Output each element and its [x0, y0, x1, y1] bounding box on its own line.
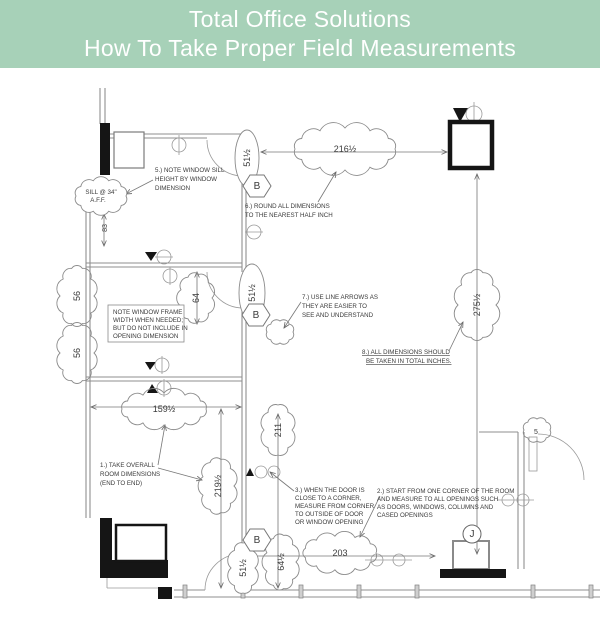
column-top-left — [113, 131, 145, 169]
arrow-target-cloud — [265, 319, 295, 345]
dim-cloud-219 — [197, 457, 238, 515]
note-8-line: BE TAKEN IN TOTAL INCHES. — [366, 358, 452, 365]
note-8-line: 8.) ALL DIMENSIONS SHOULD — [362, 349, 450, 356]
banner-title: Total Office Solutions — [188, 6, 412, 32]
dim-64h: 64½ — [276, 553, 286, 571]
hexagon-marker — [241, 303, 271, 327]
note-6-line: 6.) ROUND ALL DIMENSIONS — [245, 203, 330, 210]
dim-64: 64 — [191, 293, 201, 303]
hexagon-label: B — [253, 310, 260, 321]
window-frame-note-box — [107, 304, 185, 343]
hexagon-marker — [242, 528, 272, 552]
dim-cloud-56a — [56, 265, 98, 327]
dimension-lines — [91, 152, 477, 588]
wall-block — [158, 587, 172, 599]
dim-51b: 51½ — [247, 284, 257, 302]
window-frame-note-line: WIDTH WHEN NEEDED; — [113, 317, 183, 324]
note-2-line: AS DOORS, WINDOWS, COLUMNS AND — [377, 504, 494, 511]
dim-56a: 56 — [72, 291, 82, 301]
column-bottom-left — [114, 523, 168, 563]
note-2-line: AND MEASURE TO ALL OPENINGS SUCH — [377, 496, 498, 503]
dim-cloud-203 — [302, 531, 377, 575]
dim-275: 275½ — [472, 293, 482, 316]
dim-219: 219½ — [213, 474, 223, 497]
grid-bubble-label: J — [470, 529, 475, 540]
dim-51c: 51½ — [238, 559, 248, 577]
triangle-symbol — [453, 108, 468, 122]
dim-cloud-275 — [453, 269, 501, 341]
dim-56b: 56 — [72, 348, 82, 358]
banner: Total Office Solutions How To Take Prope… — [0, 0, 600, 68]
wall-corner-black — [100, 518, 168, 578]
column-top-right — [447, 119, 495, 171]
door-arc-top — [206, 139, 244, 177]
triangle-symbol — [145, 252, 157, 261]
dim-211: 211 — [273, 423, 283, 437]
dimension-texts: 51½ 216½ 83 56 56 64 51½ 275½ 159½ 211 2… — [72, 144, 538, 577]
dim-216: 216½ — [334, 144, 357, 154]
note-2-line: 2.) START FROM ONE CORNER OF THE ROOM — [377, 488, 514, 495]
dim-cloud-216 — [293, 122, 397, 176]
window-frame-note-line: NOTE WINDOW FRAME — [113, 309, 182, 316]
door-arc-right — [537, 433, 585, 481]
note-3-line: OR WINDOW OPENING — [295, 519, 364, 526]
note-5-line: HEIGHT BY WINDOW — [155, 176, 217, 183]
note-2-line: CASED OPENINGS — [377, 512, 433, 519]
sill-note-line: SILL @ 34" — [85, 189, 116, 196]
dim-51a: 51½ — [242, 149, 252, 167]
note-3-line: CLOSE TO A CORNER, — [295, 495, 362, 502]
dim-cloud-56b — [56, 322, 98, 384]
columns — [100, 102, 506, 599]
wall-segment-black-bottom — [440, 569, 506, 578]
notes: 5.) NOTE WINDOW SILL HEIGHT BY WINDOW DI… — [85, 167, 514, 526]
dim-cloud-64h — [261, 533, 300, 591]
note-7-line: 7.) USE LINE ARROWS AS — [302, 294, 378, 301]
leader-lines — [126, 172, 463, 537]
note-1-line: (END TO END) — [100, 480, 142, 487]
floor-plan: B B B J 51½ 216½ 83 56 56 64 51½ 275½ 15… — [0, 68, 600, 638]
dim-83: 83 — [102, 224, 109, 232]
dim-cloud-211 — [260, 404, 296, 456]
grid-bubble-j — [462, 524, 482, 544]
hexagon-marker — [242, 174, 272, 198]
hexagon-label: B — [254, 181, 261, 192]
note-5-line: DIMENSION — [155, 185, 190, 192]
note-5-line: 5.) NOTE WINDOW SILL — [155, 167, 225, 174]
banner-subtitle: How To Take Proper Field Measurements — [83, 35, 517, 61]
note-7-line: SEE AND UNDERSTAND — [302, 312, 374, 319]
column-bottom-right — [452, 540, 490, 570]
note-3-line: 3.) WHEN THE DOOR IS — [295, 487, 365, 494]
note-1-line: 1.) TAKE OVERALL — [100, 462, 155, 469]
dim-159: 159½ — [153, 404, 176, 414]
sill-cloud — [74, 176, 128, 216]
door-arc-middle — [206, 271, 244, 309]
door-leaf-right — [528, 436, 538, 472]
sill-note-line: A.F.F. — [90, 197, 106, 204]
note-3-line: TO OUTSIDE OF DOOR — [295, 511, 364, 518]
floor-plan-drawing: B B B J 51½ 216½ 83 56 56 64 51½ 275½ 15… — [56, 88, 600, 599]
window-frame-note-line: OPENING DIMENSION — [113, 333, 178, 340]
note-6-line: TO THE NEAREST HALF INCH — [245, 212, 333, 219]
window-frame-note-line: BUT DO NOT INCLUDE IN — [113, 325, 188, 332]
dim-cloud-159 — [121, 387, 207, 431]
hexagon-label: B — [254, 535, 261, 546]
note-1-line: ROOM DIMENSIONS — [100, 471, 160, 478]
wall-segment-black — [100, 123, 110, 175]
dim-5: 5 — [534, 429, 538, 436]
plan-markers: B B B J — [241, 174, 482, 552]
note-7-line: THEY ARE EASIER TO — [302, 303, 367, 310]
dim-cloud-5 — [522, 417, 552, 443]
note-3-line: MEASURE FROM CORNER — [295, 503, 375, 510]
dim-cloud-64 — [176, 272, 215, 324]
dim-203: 203 — [332, 548, 347, 558]
